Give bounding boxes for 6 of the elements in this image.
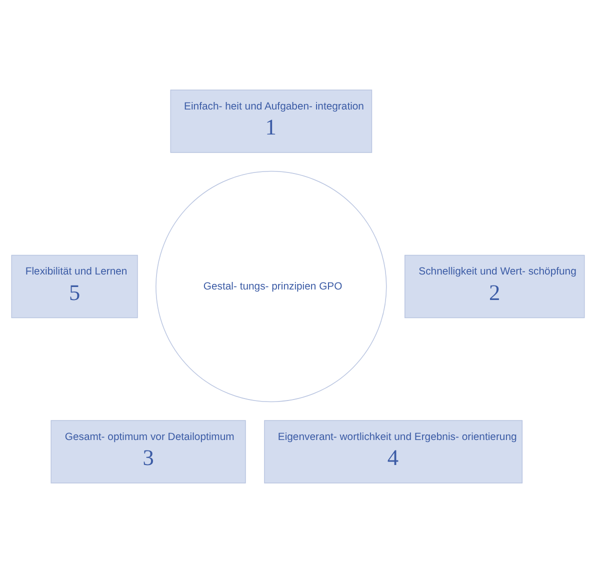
node-box: Eigenverant- wortlichkeit und Ergebnis- orientierung 4 bbox=[264, 420, 523, 484]
node-circle: Gestal- tungs- prinzipien GPO bbox=[156, 170, 387, 402]
node-box: Gesamt- optimum vor Detailoptimum 3 bbox=[50, 420, 246, 484]
node-box: Schnelligkeit und Wert- schöpfung 2 bbox=[404, 254, 585, 318]
node-box: Einfach- heit und Aufgaben- integration 1 bbox=[170, 90, 372, 153]
node-box: Flexibilität und Lernen 5 bbox=[11, 254, 138, 318]
